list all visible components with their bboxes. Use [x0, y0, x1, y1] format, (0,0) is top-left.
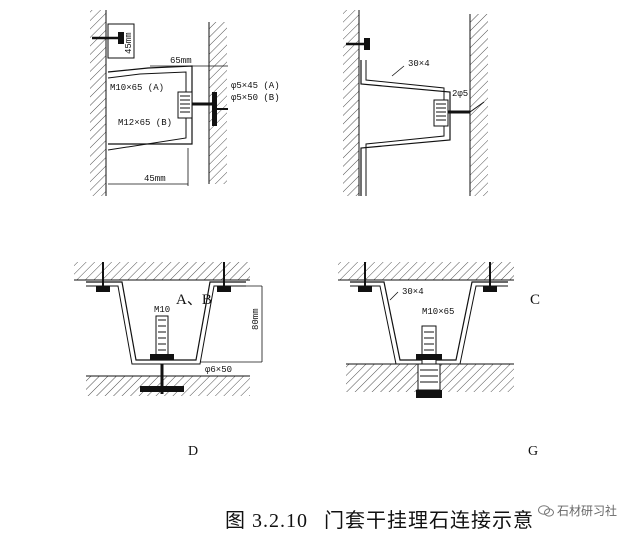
wall-right	[209, 22, 227, 184]
ceiling-slab	[74, 262, 250, 280]
panel-top-right: 30×4 2φ5	[343, 10, 488, 196]
ceiling-slab	[338, 262, 514, 280]
watermark: 石材研习社	[538, 502, 617, 519]
wall-left	[90, 10, 106, 196]
anchor-b-label: φ5×50 (B)	[231, 93, 280, 103]
variant-label: A、B	[176, 292, 212, 308]
anchor-plate	[107, 23, 135, 59]
anchor-label: φ6×50	[205, 365, 232, 375]
dim-top-label: 65mm	[170, 56, 192, 66]
wall-left	[343, 10, 359, 196]
panel-letter-g: G	[528, 444, 538, 459]
anchor-washer	[212, 92, 217, 126]
bolt-b-label: M12×65 (B)	[118, 118, 172, 128]
dim-bottom-label: 45mm	[144, 174, 166, 184]
watermark-text: 石材研习社	[557, 504, 618, 518]
height-label: 80mm	[251, 308, 261, 330]
bolt-label: M10	[154, 305, 170, 315]
anchor-a-label: φ5×45 (A)	[231, 81, 280, 91]
hole-label: 2φ5	[452, 89, 468, 99]
panel-bottom-right: 30×4 M10×65 C G	[338, 262, 540, 459]
figure-title: 门套干挂理石连接示意	[324, 510, 534, 532]
dim-side-label: 45mm	[124, 32, 134, 54]
variant-label: C	[530, 292, 540, 308]
bolt-a-label: M10×65 (A)	[110, 83, 164, 93]
plate-label: 30×4	[402, 287, 424, 297]
panel-bottom-left: M10 A、B 80mm φ6×50 D	[74, 262, 263, 459]
bolt-label: M10×65	[422, 307, 454, 317]
panel-top-left: 45mm 65mm M10×65 (A) M12×65 (B) φ5×45 (A…	[90, 10, 280, 196]
figure-caption: 图 3.2.10 门套干挂理石连接示意	[225, 504, 550, 533]
wechat-icon	[538, 505, 554, 517]
panel-letter-d: D	[188, 444, 198, 459]
plate-label: 30×4	[408, 59, 430, 69]
bracket	[360, 60, 451, 196]
figure-number: 图 3.2.10	[225, 510, 308, 532]
